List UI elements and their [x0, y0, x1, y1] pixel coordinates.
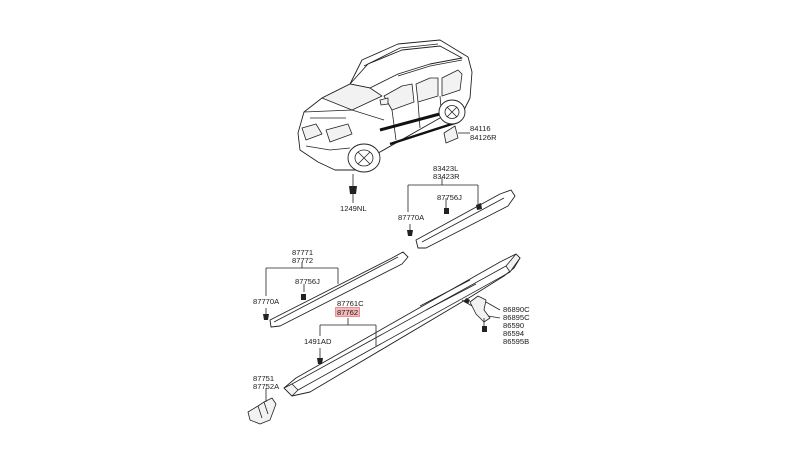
clip-87756j-rear — [444, 208, 449, 214]
label-84126r[interactable]: 84126R — [470, 133, 497, 142]
rear-door-molding — [415, 189, 516, 249]
label-86590[interactable]: 86590 — [503, 321, 524, 330]
clip-87756j-front — [301, 294, 306, 300]
highlight-87762 — [335, 307, 360, 317]
label-84116[interactable]: 84116 — [470, 124, 491, 133]
side-sill-garnish — [283, 253, 521, 397]
fastener-87770a-rear — [407, 224, 413, 236]
label-86895c[interactable]: 86895C — [503, 313, 530, 322]
bolt-1249nl — [349, 174, 357, 203]
label-87751[interactable]: 87751 — [253, 374, 274, 383]
label-86595b[interactable]: 86595B — [503, 337, 529, 346]
label-87761c[interactable]: 87761C — [337, 299, 364, 308]
callout-bracket-87771 — [265, 262, 339, 296]
callout-bracket-87761c — [319, 318, 377, 358]
label-87770a-rear[interactable]: 87770A — [398, 213, 425, 222]
label-87771[interactable]: 87771 — [292, 248, 313, 257]
front-door-molding — [269, 251, 409, 328]
callout-bracket-83423 — [407, 178, 479, 212]
label-1491ad[interactable]: 1491AD — [304, 337, 332, 346]
label-87762[interactable]: 87762 — [337, 308, 358, 317]
label-86594[interactable]: 86594 — [503, 329, 524, 338]
label-87770a-front[interactable]: 87770A — [253, 297, 280, 306]
fender-guard — [247, 388, 277, 425]
label-87752a[interactable]: 87752A — [253, 382, 280, 391]
bracket-assembly — [461, 295, 501, 332]
label-83423r[interactable]: 83423R — [433, 172, 460, 181]
fastener-87770a-front — [263, 308, 269, 320]
label-1249nl[interactable]: 1249NL — [340, 204, 367, 213]
cover-84116 — [443, 125, 470, 144]
label-86890c[interactable]: 86890C — [503, 305, 530, 314]
vehicle-illustration — [297, 39, 473, 173]
screw-1491ad — [317, 358, 323, 364]
label-87756j-rear[interactable]: 87756J — [437, 193, 462, 202]
label-87756j-front[interactable]: 87756J — [295, 277, 320, 286]
label-83423l[interactable]: 83423L — [433, 164, 458, 173]
label-87772[interactable]: 87772 — [292, 256, 313, 265]
